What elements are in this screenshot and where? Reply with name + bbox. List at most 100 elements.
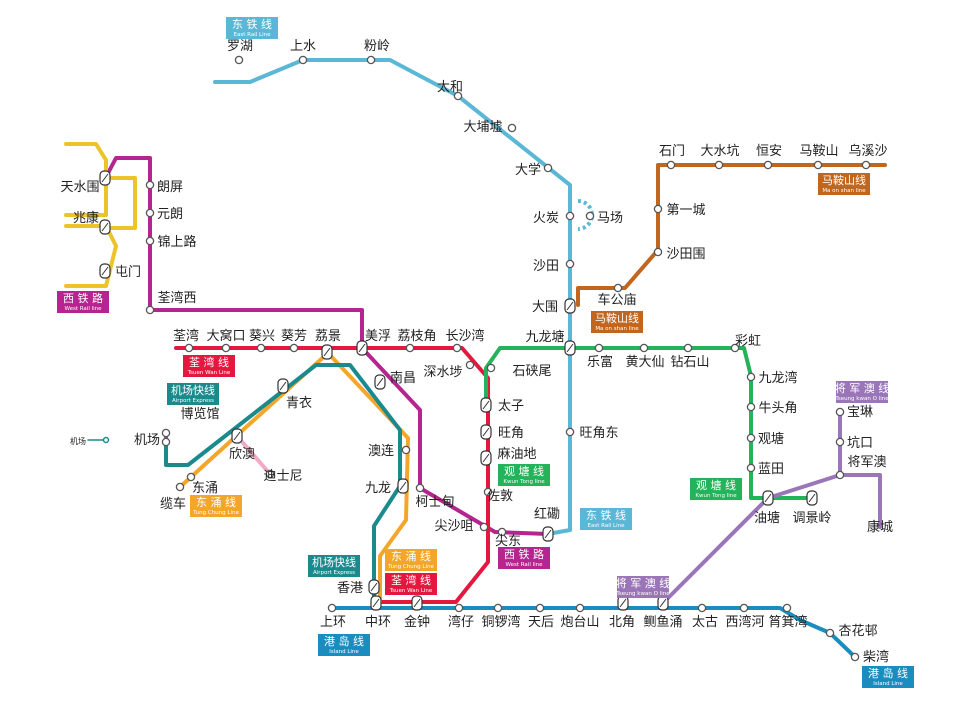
station-kwai-hing-label: 葵兴 xyxy=(249,329,275,344)
station-tung-chung-dot[interactable] xyxy=(186,472,196,482)
station-tsing-yi-label: 青衣 xyxy=(286,395,312,411)
station-yau-ma-tei-interchange-mark xyxy=(482,453,490,463)
station-chai-wan-dot[interactable] xyxy=(850,652,860,662)
station-fanling-dot[interactable] xyxy=(366,55,376,65)
west-rail-outer-1 xyxy=(64,142,108,217)
island-badge-right-bg xyxy=(862,666,914,688)
airport-express-badge-left-en: Airport Express xyxy=(172,398,214,404)
station-sheung-shui-dot[interactable] xyxy=(298,55,308,65)
station-shek-mun-dot[interactable] xyxy=(666,160,676,170)
station-airport-dot[interactable] xyxy=(161,437,171,447)
station-cheung-sha-wan-label: 长沙湾 xyxy=(445,328,484,344)
station-heng-fa-chuen-dot[interactable] xyxy=(825,628,835,638)
station-ma-on-shan-dot[interactable] xyxy=(813,160,823,170)
station-tsuen-wan-west-label: 荃湾西 xyxy=(157,290,196,306)
station-austin-dot[interactable] xyxy=(415,483,425,493)
station-shau-kei-wan-label: 筲箕湾 xyxy=(768,614,807,630)
station-city-one-dot[interactable] xyxy=(653,204,663,214)
station-kwai-hing-dot[interactable] xyxy=(256,343,266,353)
station-sham-shui-po-dot[interactable] xyxy=(465,360,475,370)
station-wan-chai-dot[interactable] xyxy=(454,603,464,613)
station-tin-hau-dot[interactable] xyxy=(535,603,545,613)
station-tsim-sha-tsui-dot[interactable] xyxy=(479,522,489,532)
station-asia-world-expo-dot[interactable] xyxy=(161,428,171,438)
station-kowloon-bay-label: 九龙湾 xyxy=(758,370,797,386)
station-university-dot[interactable] xyxy=(543,163,553,173)
station-yuen-long-dot[interactable] xyxy=(145,208,155,218)
station-diamond-hill-dot[interactable] xyxy=(683,343,693,353)
station-lai-chi-kok-dot[interactable] xyxy=(405,343,415,353)
station-lam-tin-dot[interactable] xyxy=(746,463,756,473)
station-hung-hom-interchange-mark xyxy=(544,529,552,539)
station-north-point-label: 北角 xyxy=(609,615,635,630)
station-choi-hung-dot[interactable] xyxy=(730,343,740,353)
station-wu-kai-sha-dot[interactable] xyxy=(861,160,871,170)
west-rail-badge-left-cn: 西 铁 路 xyxy=(63,292,103,305)
station-kam-sheung-road-label: 锦上路 xyxy=(157,234,196,250)
station-choi-hung-label: 彩虹 xyxy=(735,334,761,349)
station-tseung-kwan-o-dot[interactable] xyxy=(835,470,845,480)
station-che-kung-temple-dot[interactable] xyxy=(613,283,623,293)
west-rail-badge-left-bg xyxy=(57,291,109,313)
station-sai-wan-ho-dot[interactable] xyxy=(739,603,749,613)
station-kwun-tong-dot[interactable] xyxy=(746,433,756,443)
ma-on-shan-badge-mid-cn: 马鞍山线 xyxy=(595,311,639,325)
station-tai-po-market-dot[interactable] xyxy=(507,123,517,133)
station-fortress-hill-dot[interactable] xyxy=(575,603,585,613)
airport-express-badge-left-cn: 机场快线 xyxy=(171,383,215,397)
station-sha-tin-wai-dot[interactable] xyxy=(653,247,663,257)
station-fo-tan-dot[interactable] xyxy=(565,211,575,221)
station-causeway-bay-label: 铜锣湾 xyxy=(481,614,520,630)
station-disneyland-dot[interactable] xyxy=(265,469,275,479)
station-ngong-ping-dot[interactable] xyxy=(175,482,185,492)
station-tsuen-wan-west-dot[interactable] xyxy=(145,305,155,315)
station-tai-koo-dot[interactable] xyxy=(697,603,707,613)
tung-chung-badge-left-cn: 东 涌 线 xyxy=(196,495,236,509)
station-tiu-keng-leng-label: 调景岭 xyxy=(792,511,831,526)
station-cheung-sha-wan-dot[interactable] xyxy=(452,343,462,353)
station-mong-kok-east-dot[interactable] xyxy=(565,427,575,437)
station-kam-sheung-road-dot[interactable] xyxy=(145,236,155,246)
ma-on-shan-badge-top-cn: 马鞍山线 xyxy=(822,173,866,187)
station-markers xyxy=(99,55,871,662)
station-lok-fu-dot[interactable] xyxy=(594,343,604,353)
tung-chung-badge-bottom-bg xyxy=(385,549,437,571)
west-rail-outer-2 xyxy=(64,224,118,288)
station-long-ping-dot[interactable] xyxy=(145,180,155,190)
station-racecourse-label: 马场 xyxy=(597,211,623,226)
station-ngau-tau-kok-dot[interactable] xyxy=(746,402,756,412)
station-olympic-dot[interactable] xyxy=(401,445,411,455)
station-causeway-bay-dot[interactable] xyxy=(493,603,503,613)
station-tai-wo-hau-dot[interactable] xyxy=(221,343,231,353)
station-north-point-interchange-mark xyxy=(619,598,627,608)
station-hang-hau-dot[interactable] xyxy=(835,437,845,447)
station-shau-kei-wan-dot[interactable] xyxy=(782,603,792,613)
station-kwun-tong-label: 观塘 xyxy=(758,431,784,447)
west-rail-outer-3 xyxy=(104,176,137,230)
station-kowloon-bay-dot[interactable] xyxy=(746,372,756,382)
station-sheung-wan-dot[interactable] xyxy=(327,603,337,613)
station-yuen-long-label: 元朗 xyxy=(157,207,183,222)
station-tai-shui-hang-dot[interactable] xyxy=(714,160,724,170)
station-sha-tin-dot[interactable] xyxy=(565,259,575,269)
station-tai-wo-dot[interactable] xyxy=(453,91,463,101)
station-shek-kip-mei-dot[interactable] xyxy=(486,363,496,373)
tseung-kwan-o-badge-bottom-cn: 将 军 澳 线 xyxy=(616,576,671,590)
station-tai-wo-label: 太和 xyxy=(437,80,463,95)
station-wong-tai-sin-dot[interactable] xyxy=(639,343,649,353)
station-ngong-ping-label: 缆车 xyxy=(160,496,186,512)
station-kwai-fong-dot[interactable] xyxy=(289,343,299,353)
station-heng-on-dot[interactable] xyxy=(763,160,773,170)
ma-on-shan-badge-top-bg xyxy=(818,173,870,195)
station-lo-wu-dot[interactable] xyxy=(234,55,244,65)
tseung-kwan-o-branch xyxy=(838,473,882,529)
station-racecourse-dot[interactable] xyxy=(585,211,595,221)
station-tsuen-wan-dot[interactable] xyxy=(184,343,194,353)
station-po-lam-dot[interactable] xyxy=(835,407,845,417)
station-heng-on-label: 恒安 xyxy=(756,144,782,159)
station-jordan-dot[interactable] xyxy=(483,487,493,497)
station-east-tsim-sha-tsui-dot[interactable] xyxy=(497,527,507,537)
station-hang-hau-label: 坑口 xyxy=(847,436,873,451)
